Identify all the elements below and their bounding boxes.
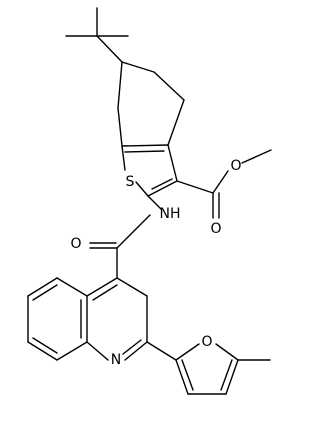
methylfuran-ring xyxy=(146,341,271,395)
methyl-ester-group xyxy=(176,149,272,219)
molecule-structure-diagram: S NH O O O N O xyxy=(27,7,272,395)
bond xyxy=(135,181,149,197)
bond xyxy=(181,359,194,391)
bond xyxy=(147,195,162,210)
bond xyxy=(32,284,58,301)
bond xyxy=(220,359,233,391)
quinoline-nitrogen-label: N xyxy=(111,352,121,368)
bond xyxy=(116,214,151,249)
bond xyxy=(122,339,142,355)
bond xyxy=(27,341,58,361)
atom-labels: S NH O O O N O xyxy=(70,158,241,368)
bond xyxy=(167,144,178,182)
bond xyxy=(86,277,118,297)
ester-methoxy-oxygen-label: O xyxy=(230,158,241,174)
bond xyxy=(27,277,58,297)
bond xyxy=(117,107,123,147)
bond xyxy=(121,144,169,147)
bond xyxy=(124,150,165,153)
bond xyxy=(32,337,58,354)
furan-oxygen-label: O xyxy=(201,334,212,350)
bond xyxy=(151,178,173,190)
bond xyxy=(121,145,126,171)
amide-oxygen-label: O xyxy=(70,236,81,252)
thiophene-ring xyxy=(121,144,178,197)
bond xyxy=(225,359,239,395)
bond xyxy=(175,359,189,395)
bond xyxy=(121,61,155,73)
bond xyxy=(56,277,88,297)
bond xyxy=(146,341,177,361)
bond xyxy=(124,341,148,361)
bond xyxy=(116,277,148,297)
bond xyxy=(212,170,229,194)
quinoline-benzo-ring xyxy=(27,277,88,361)
bond xyxy=(117,61,123,109)
bond xyxy=(241,149,272,164)
bond xyxy=(175,343,200,361)
bond xyxy=(147,180,178,197)
ester-carbonyl-oxygen-label: O xyxy=(210,221,221,237)
quinoline-pyridine-ring xyxy=(86,277,148,361)
cyclohexene-ring xyxy=(117,61,185,147)
amide-nh-label: NH xyxy=(160,206,181,222)
amide-linkage xyxy=(89,195,162,279)
sulfur-atom-label: S xyxy=(126,174,135,190)
bond xyxy=(215,343,239,361)
bond xyxy=(153,71,185,101)
bond xyxy=(96,35,123,63)
bond xyxy=(167,99,185,146)
bond xyxy=(86,341,109,361)
bond xyxy=(92,284,118,301)
bond xyxy=(176,180,214,194)
bond xyxy=(56,341,88,361)
tert-butyl-group xyxy=(65,7,129,63)
